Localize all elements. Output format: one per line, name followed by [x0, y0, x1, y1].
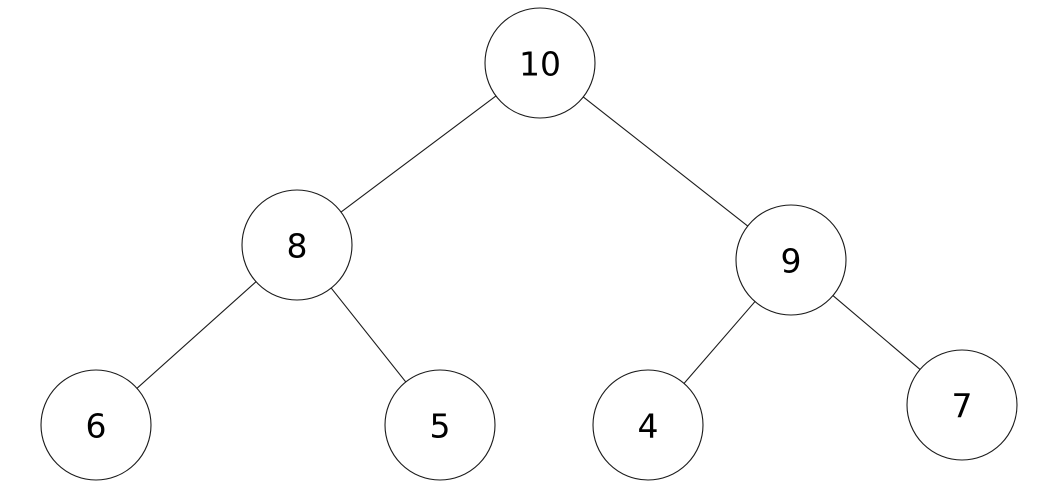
- node-circle-8: [241, 189, 353, 301]
- node-label-6: 6: [86, 407, 107, 446]
- tree-node-6[interactable]: 6: [40, 369, 152, 481]
- node-circle-5: [384, 369, 496, 481]
- tree-edge-8-6: [136, 281, 257, 389]
- node-circle-9: [735, 204, 847, 316]
- node-label-8: 8: [287, 227, 308, 266]
- node-circle-4: [592, 369, 704, 481]
- node-circle-7: [906, 349, 1018, 461]
- tree-node-10[interactable]: 10: [484, 7, 596, 119]
- tree-node-5[interactable]: 5: [384, 369, 496, 481]
- node-label-10: 10: [519, 45, 561, 84]
- node-circle-10: [484, 7, 596, 119]
- edge-layer: [136, 95, 921, 389]
- tree-node-9[interactable]: 9: [735, 204, 847, 316]
- node-circle-6: [40, 369, 152, 481]
- node-label-7: 7: [952, 387, 973, 426]
- tree-edge-10-9: [582, 96, 749, 227]
- tree-edge-10-8: [340, 95, 497, 213]
- tree-edge-8-5: [330, 287, 407, 383]
- tree-edge-9-7: [832, 295, 921, 370]
- node-label-4: 4: [638, 407, 659, 446]
- node-label-5: 5: [430, 407, 451, 446]
- node-label-9: 9: [781, 242, 802, 281]
- tree-edge-9-4: [683, 301, 756, 384]
- tree-node-4[interactable]: 4: [592, 369, 704, 481]
- node-layer: 10 8 9 6 5 4 7: [40, 7, 1018, 481]
- tree-node-8[interactable]: 8: [241, 189, 353, 301]
- tree-node-7[interactable]: 7: [906, 349, 1018, 461]
